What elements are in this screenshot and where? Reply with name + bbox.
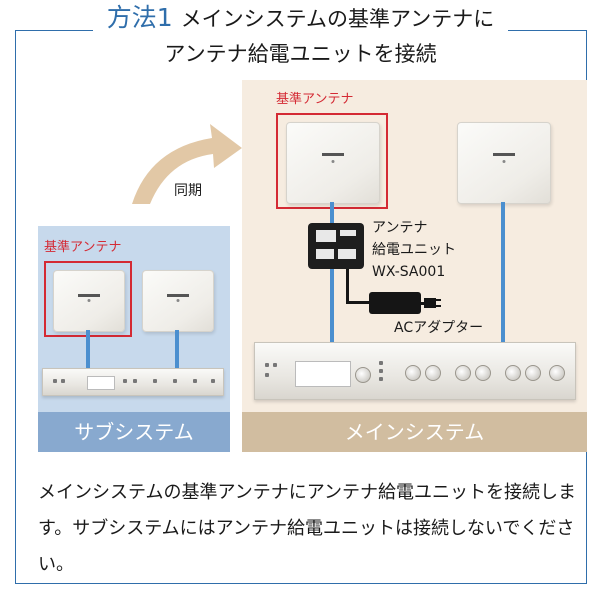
sub-system-unit — [42, 368, 224, 396]
sync-label: 同期 — [174, 183, 202, 199]
sub-cable-1 — [86, 330, 90, 372]
sub-cable-2 — [175, 330, 179, 372]
main-reference-antenna-label: 基準アンテナ — [276, 92, 354, 107]
plug-prong-bottom — [436, 305, 441, 307]
main-antenna-second — [457, 122, 551, 204]
adapter-cable-vertical — [346, 269, 349, 303]
title-line1: メインシステムの基準アンテナに — [180, 7, 495, 31]
main-system-label: メインシステム — [242, 412, 587, 452]
main-antenna-reference — [286, 122, 380, 204]
adapter-cable-horizontal — [346, 301, 370, 304]
sub-antenna-second — [142, 270, 214, 332]
sync-arrow-icon — [132, 124, 242, 204]
adapter-cord — [421, 302, 425, 305]
sub-system-label: サブシステム — [38, 412, 230, 452]
antenna-power-unit — [308, 223, 364, 269]
title-method: 方法1 — [106, 3, 173, 32]
description-text: メインシステムの基準アンテナにアンテナ給電ユニットを接続します。サブシステムには… — [38, 482, 577, 575]
main-cable-1a — [330, 202, 334, 224]
plug-icon — [424, 298, 436, 308]
sub-reference-antenna-label: 基準アンテナ — [44, 240, 122, 255]
ac-adapter — [369, 292, 421, 314]
title-line1-wrapper: 方法1 メインシステムの基準アンテナに — [92, 3, 509, 33]
main-system-unit — [254, 342, 576, 400]
sub-antenna-reference — [53, 270, 125, 332]
ac-adapter-label: ACアダプター — [394, 320, 484, 336]
title: 方法1 メインシステムの基準アンテナに — [0, 4, 601, 33]
power-unit-model: WX-SA001 — [372, 264, 446, 280]
main-cable-2 — [501, 202, 505, 345]
power-unit-label-line1: アンテナ — [372, 220, 428, 236]
plug-prong-top — [436, 299, 441, 301]
main-cable-1b — [330, 269, 334, 345]
power-unit-label-line2: 給電ユニット — [372, 242, 456, 258]
title-line2: アンテナ給電ユニットを接続 — [164, 42, 437, 66]
